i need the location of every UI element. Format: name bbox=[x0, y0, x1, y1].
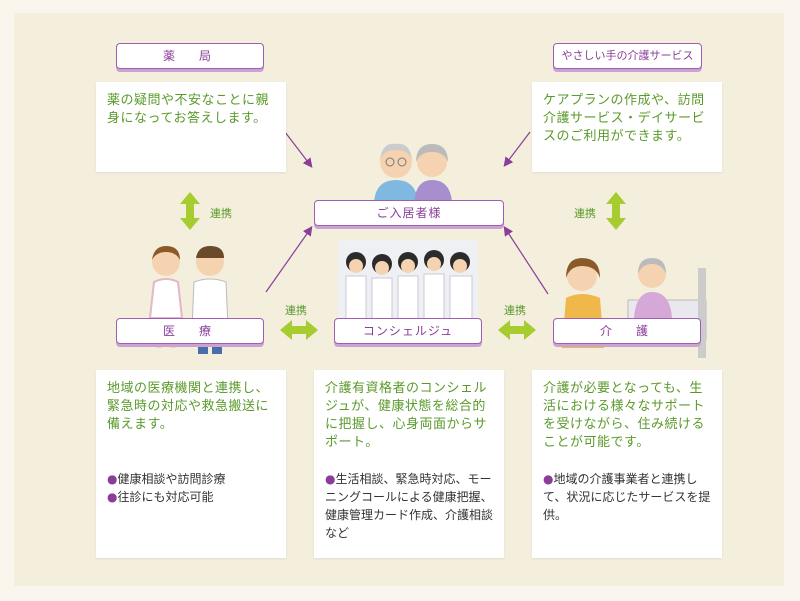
care-service-box: ケアプランの作成や、訪問介護サービス・デイサービスのご利用ができます。 bbox=[532, 82, 722, 172]
concierge-staff-photo bbox=[338, 240, 478, 320]
list-item: ●地域の介護事業者と連携して、状況に応じたサービスを提供。 bbox=[543, 470, 714, 524]
nursing-item-1: 地域の介護事業者と連携して、状況に応じたサービスを提供。 bbox=[543, 472, 711, 522]
doctor-nurse-illustration bbox=[148, 246, 229, 354]
care-service-label: やさしい手の介護サービス bbox=[553, 43, 702, 69]
medical-box: 地域の医療機関と連携し、緊急時の対応や救急搬送に備えます。 ●健康相談や訪問診療… bbox=[96, 370, 286, 558]
pharmacy-text: 薬の疑問や不安なことに親身になってお答えします。 bbox=[107, 93, 270, 126]
renkei-label-left-vertical: 連携 bbox=[210, 207, 232, 220]
list-item: ●健康相談や訪問診療 bbox=[107, 470, 278, 488]
care-service-text: ケアプランの作成や、訪問介護サービス・デイサービスのご利用ができます。 bbox=[543, 93, 706, 144]
pharmacy-box: 薬の疑問や不安なことに親身になってお答えします。 bbox=[96, 82, 286, 172]
medical-text: 地域の医療機関と連携し、緊急時の対応や救急搬送に備えます。 bbox=[107, 381, 270, 432]
medical-item-2: 往診にも対応可能 bbox=[117, 490, 214, 504]
bullet-icon: ● bbox=[107, 472, 118, 486]
renkei-label-left-horizontal: 連携 bbox=[285, 304, 307, 317]
concierge-items: ●生活相談、緊急時対応、モーニングコールによる健康把握、健康管理カード作成、介護… bbox=[325, 470, 496, 542]
renkei-arrow-right-horizontal bbox=[498, 320, 536, 340]
arrow-medical-to-residents bbox=[265, 226, 313, 293]
renkei-arrow-right-vertical bbox=[606, 192, 626, 230]
renkei-arrow-left-horizontal bbox=[280, 320, 318, 340]
nursing-label: 介 護 bbox=[553, 318, 701, 344]
arrow-nursing-to-residents bbox=[503, 225, 549, 295]
nursing-items: ●地域の介護事業者と連携して、状況に応じたサービスを提供。 bbox=[543, 470, 714, 524]
medical-label: 医 療 bbox=[116, 318, 264, 344]
bullet-icon: ● bbox=[107, 490, 118, 504]
nursing-box: 介護が必要となっても、生活における様々なサポートを受けながら、住み続けることが可… bbox=[532, 370, 722, 558]
nursing-text: 介護が必要となっても、生活における様々なサポートを受けながら、住み続けることが可… bbox=[543, 381, 706, 450]
concierge-label: コンシェルジュ bbox=[334, 318, 482, 344]
medical-item-1: 健康相談や訪問診療 bbox=[117, 472, 226, 486]
renkei-arrow-left-vertical bbox=[180, 192, 200, 230]
renkei-label-right-vertical: 連携 bbox=[574, 207, 596, 220]
concierge-text: 介護有資格者のコンシェルジュが、健康状態を総合的に把握し、心身両面からサポート。 bbox=[325, 381, 488, 450]
list-item: ●生活相談、緊急時対応、モーニングコールによる健康把握、健康管理カード作成、介護… bbox=[325, 470, 496, 542]
pharmacy-label: 薬 局 bbox=[116, 43, 264, 69]
concierge-item-1: 生活相談、緊急時対応、モーニングコールによる健康把握、健康管理カード作成、介護相… bbox=[325, 472, 494, 540]
arrow-pharmacy-to-residents bbox=[284, 131, 313, 168]
renkei-label-right-horizontal: 連携 bbox=[504, 304, 526, 317]
arrow-care-to-residents bbox=[503, 131, 531, 167]
bullet-icon: ● bbox=[543, 472, 554, 486]
list-item: ●往診にも対応可能 bbox=[107, 488, 278, 506]
bullet-icon: ● bbox=[325, 472, 336, 486]
elderly-couple-illustration bbox=[374, 143, 452, 202]
medical-items: ●健康相談や訪問診療 ●往診にも対応可能 bbox=[107, 470, 278, 506]
residents-label: ご入居者様 bbox=[314, 200, 504, 226]
concierge-box: 介護有資格者のコンシェルジュが、健康状態を総合的に把握し、心身両面からサポート。… bbox=[314, 370, 504, 558]
